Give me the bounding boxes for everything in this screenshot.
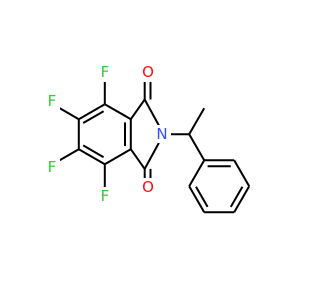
molecule-structure: F F F F O O N: [44, 63, 251, 214]
nitrogen-label: N: [156, 125, 167, 143]
bond-ph-c2-c3-double: [195, 186, 209, 208]
oxygen-bottom-label: O: [142, 178, 154, 196]
atom-f-top: F: [97, 63, 113, 82]
atom-labels: F F F F O O N: [44, 63, 171, 205]
atom-n: N: [153, 125, 171, 143]
bond-ph-c5-c6: [233, 159, 251, 187]
fluorine-upper-left-label: F: [48, 92, 57, 110]
fluorine-bottom-label: F: [101, 187, 110, 205]
bond-ph-c2-c3: [188, 185, 206, 213]
bond-ph-c4-c5: [233, 185, 251, 213]
atom-f-bottom: F: [97, 187, 113, 205]
bond-c3-f-lower-left: [56, 148, 80, 163]
bond-c8-n: [143, 142, 160, 170]
bond-ch-methyl: [188, 107, 206, 135]
bond-ring-c3-c4: [78, 148, 106, 166]
bond-ph-c4-c5-double: [229, 186, 244, 208]
bond-ring-c6-c1: [104, 103, 132, 121]
bond-ring-c4-c5: [104, 148, 132, 166]
bond-ring-c1-c2: [78, 103, 106, 121]
bond-c6-c7: [129, 98, 146, 120]
bond-ch-phenyl: [188, 133, 206, 161]
bond-c7-n: [143, 99, 160, 126]
fluorine-lower-left-label: F: [48, 158, 57, 176]
fluorine-top-label: F: [101, 63, 110, 81]
oxygen-top-label: O: [142, 63, 154, 81]
bonds: [56, 81, 251, 214]
bond-ring-c3-c4-double: [82, 144, 105, 159]
atom-o-top: O: [139, 63, 157, 82]
atom-f-upper-left: F: [44, 92, 60, 111]
atom-o-bottom: O: [139, 178, 157, 196]
bond-c5-c8: [129, 148, 146, 170]
bond-ring-c1-c2-double: [82, 110, 105, 124]
bond-c2-f-upper-left: [56, 106, 80, 121]
bond-ph-c1-c2: [188, 159, 206, 187]
structure-canvas: F F F F O O N: [44, 63, 251, 214]
atom-f-lower-left: F: [44, 158, 60, 176]
